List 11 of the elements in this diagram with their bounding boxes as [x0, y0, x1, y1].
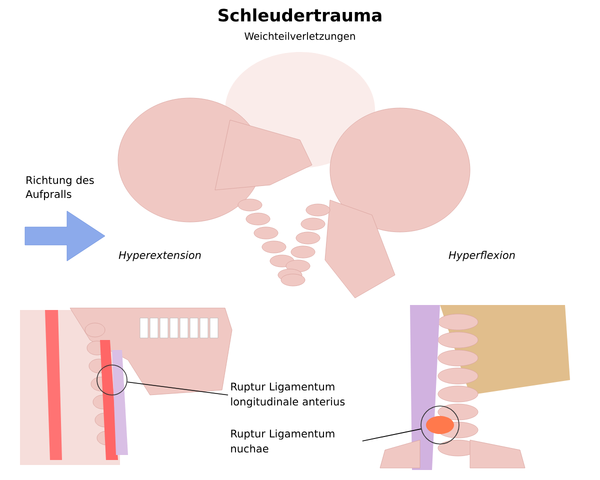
leader-line [126, 382, 228, 396]
label: Hyperflexion [448, 250, 515, 262]
marker-circle [420, 406, 460, 444]
marker-circle [96, 364, 128, 396]
callout-label: Ruptur Ligamentum nuchae [231, 429, 334, 453]
leader-line [362, 428, 422, 442]
subtitle: Weichteilverletzungen [244, 32, 355, 42]
title: Schleudertrauma [218, 8, 382, 22]
label: Hyperextension [118, 250, 201, 262]
callout-label: Ruptur Ligamentum longitudinale anterius [231, 382, 345, 408]
label: Richtung des Aufpralls [26, 176, 94, 200]
